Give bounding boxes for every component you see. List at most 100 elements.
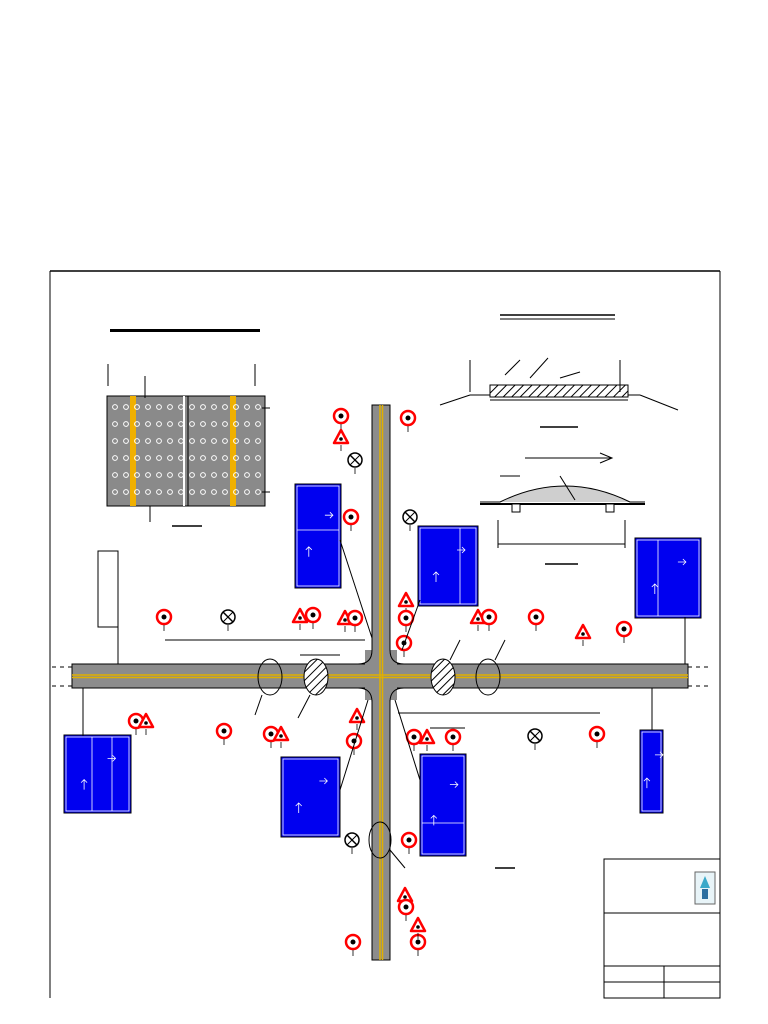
leader-lines <box>82 539 686 791</box>
paving-stud <box>145 438 151 444</box>
warning-triangle-sign-icon <box>409 916 427 939</box>
paving-stud <box>255 455 261 461</box>
paving-stud <box>112 438 118 444</box>
paving-stud <box>134 489 140 495</box>
paving-stud <box>112 404 118 410</box>
paving-stud <box>134 438 140 444</box>
callout-bubble-icon <box>303 658 329 696</box>
callout-bubble-icon <box>257 658 283 696</box>
paving-stud <box>211 438 217 444</box>
prohibitory-sign-icon <box>344 933 362 956</box>
paving-stud <box>156 472 162 478</box>
paving-stud <box>178 455 184 461</box>
warning-triangle-sign-icon <box>332 428 350 451</box>
paving-stud <box>134 472 140 478</box>
prohibitory-sign-icon <box>405 728 423 751</box>
paving-stud <box>123 404 129 410</box>
no-stopping-sign-icon <box>220 609 236 631</box>
callout-bubbles <box>254 639 506 869</box>
prohibitory-sign-icon <box>342 508 360 531</box>
prohibitory-sign-icon <box>400 831 418 854</box>
paving-stud <box>200 455 206 461</box>
prohibitory-sign-icon <box>397 609 415 632</box>
paving-stud <box>123 489 129 495</box>
prohibitory-sign-icon <box>615 620 633 643</box>
paving-stud <box>167 455 173 461</box>
paving-stud <box>156 438 162 444</box>
prohibitory-sign-icon <box>527 608 545 631</box>
paving-stud <box>156 421 162 427</box>
paving-stud <box>189 472 195 478</box>
paving-stud <box>244 421 250 427</box>
paving-stud <box>167 421 173 427</box>
paving-stud <box>178 421 184 427</box>
paving-stud <box>189 404 195 410</box>
prohibitory-sign-icon <box>155 608 173 631</box>
prohibitory-sign-icon <box>346 609 364 632</box>
warning-triangle-sign-icon <box>348 707 366 730</box>
direction-signboard-icon <box>63 734 132 814</box>
speed-bump-stripe <box>230 396 236 506</box>
paving-stud <box>123 472 129 478</box>
prohibitory-sign-icon <box>304 606 322 629</box>
paving-stud <box>222 455 228 461</box>
no-stopping-sign-icon <box>347 452 363 474</box>
direction-signboards <box>63 483 702 857</box>
paving-stud <box>233 438 239 444</box>
hump-section-detail <box>439 314 679 565</box>
paving-stud <box>167 489 173 495</box>
paving-stud <box>255 421 261 427</box>
paving-stud <box>178 472 184 478</box>
placard <box>97 550 119 628</box>
paving-detail <box>106 329 270 527</box>
paving-stud <box>156 404 162 410</box>
paving-stud <box>167 472 173 478</box>
paving-stud <box>200 472 206 478</box>
paving-stud <box>189 438 195 444</box>
paving-stud <box>178 489 184 495</box>
warning-triangle-sign-icon <box>272 725 290 748</box>
paving-stud <box>233 404 239 410</box>
roads <box>52 404 712 961</box>
paving-stud <box>134 421 140 427</box>
paving-stud <box>123 421 129 427</box>
paving-stud <box>112 489 118 495</box>
paving-stud <box>123 438 129 444</box>
paving-stud <box>222 489 228 495</box>
paving-stud <box>244 472 250 478</box>
no-stopping-sign-icon <box>527 728 543 750</box>
prohibitory-sign-icon <box>345 732 363 755</box>
paving-stud <box>233 455 239 461</box>
paving-stud <box>145 404 151 410</box>
prohibitory-sign-icon <box>397 898 415 921</box>
paving-stud <box>222 472 228 478</box>
paving-stud <box>145 455 151 461</box>
direction-signboard-icon <box>634 537 702 619</box>
traffic-signs <box>127 407 633 956</box>
warning-triangle-sign-icon <box>291 607 309 630</box>
paving-stud <box>211 472 217 478</box>
detail-title-rule <box>110 329 260 332</box>
paving-stud <box>145 489 151 495</box>
paving-stud <box>156 455 162 461</box>
paving-stud <box>123 455 129 461</box>
paving-stud <box>255 438 261 444</box>
paving-stud <box>189 455 195 461</box>
paving-stud <box>200 438 206 444</box>
paving-stud <box>244 489 250 495</box>
direction-signboard-icon <box>419 753 467 857</box>
paving-stud <box>145 472 151 478</box>
prohibitory-sign-icon <box>480 608 498 631</box>
paving-stud <box>233 489 239 495</box>
prohibitory-sign-icon <box>444 728 462 751</box>
paving-stud <box>222 438 228 444</box>
paving-stud <box>167 404 173 410</box>
paving-stud <box>233 421 239 427</box>
paving-stud <box>167 438 173 444</box>
paving-stud <box>112 421 118 427</box>
warning-triangle-sign-icon <box>574 623 592 646</box>
no-stopping-sign-icon <box>402 509 418 531</box>
paving-stud <box>178 404 184 410</box>
direction-signboard-icon <box>639 729 664 814</box>
